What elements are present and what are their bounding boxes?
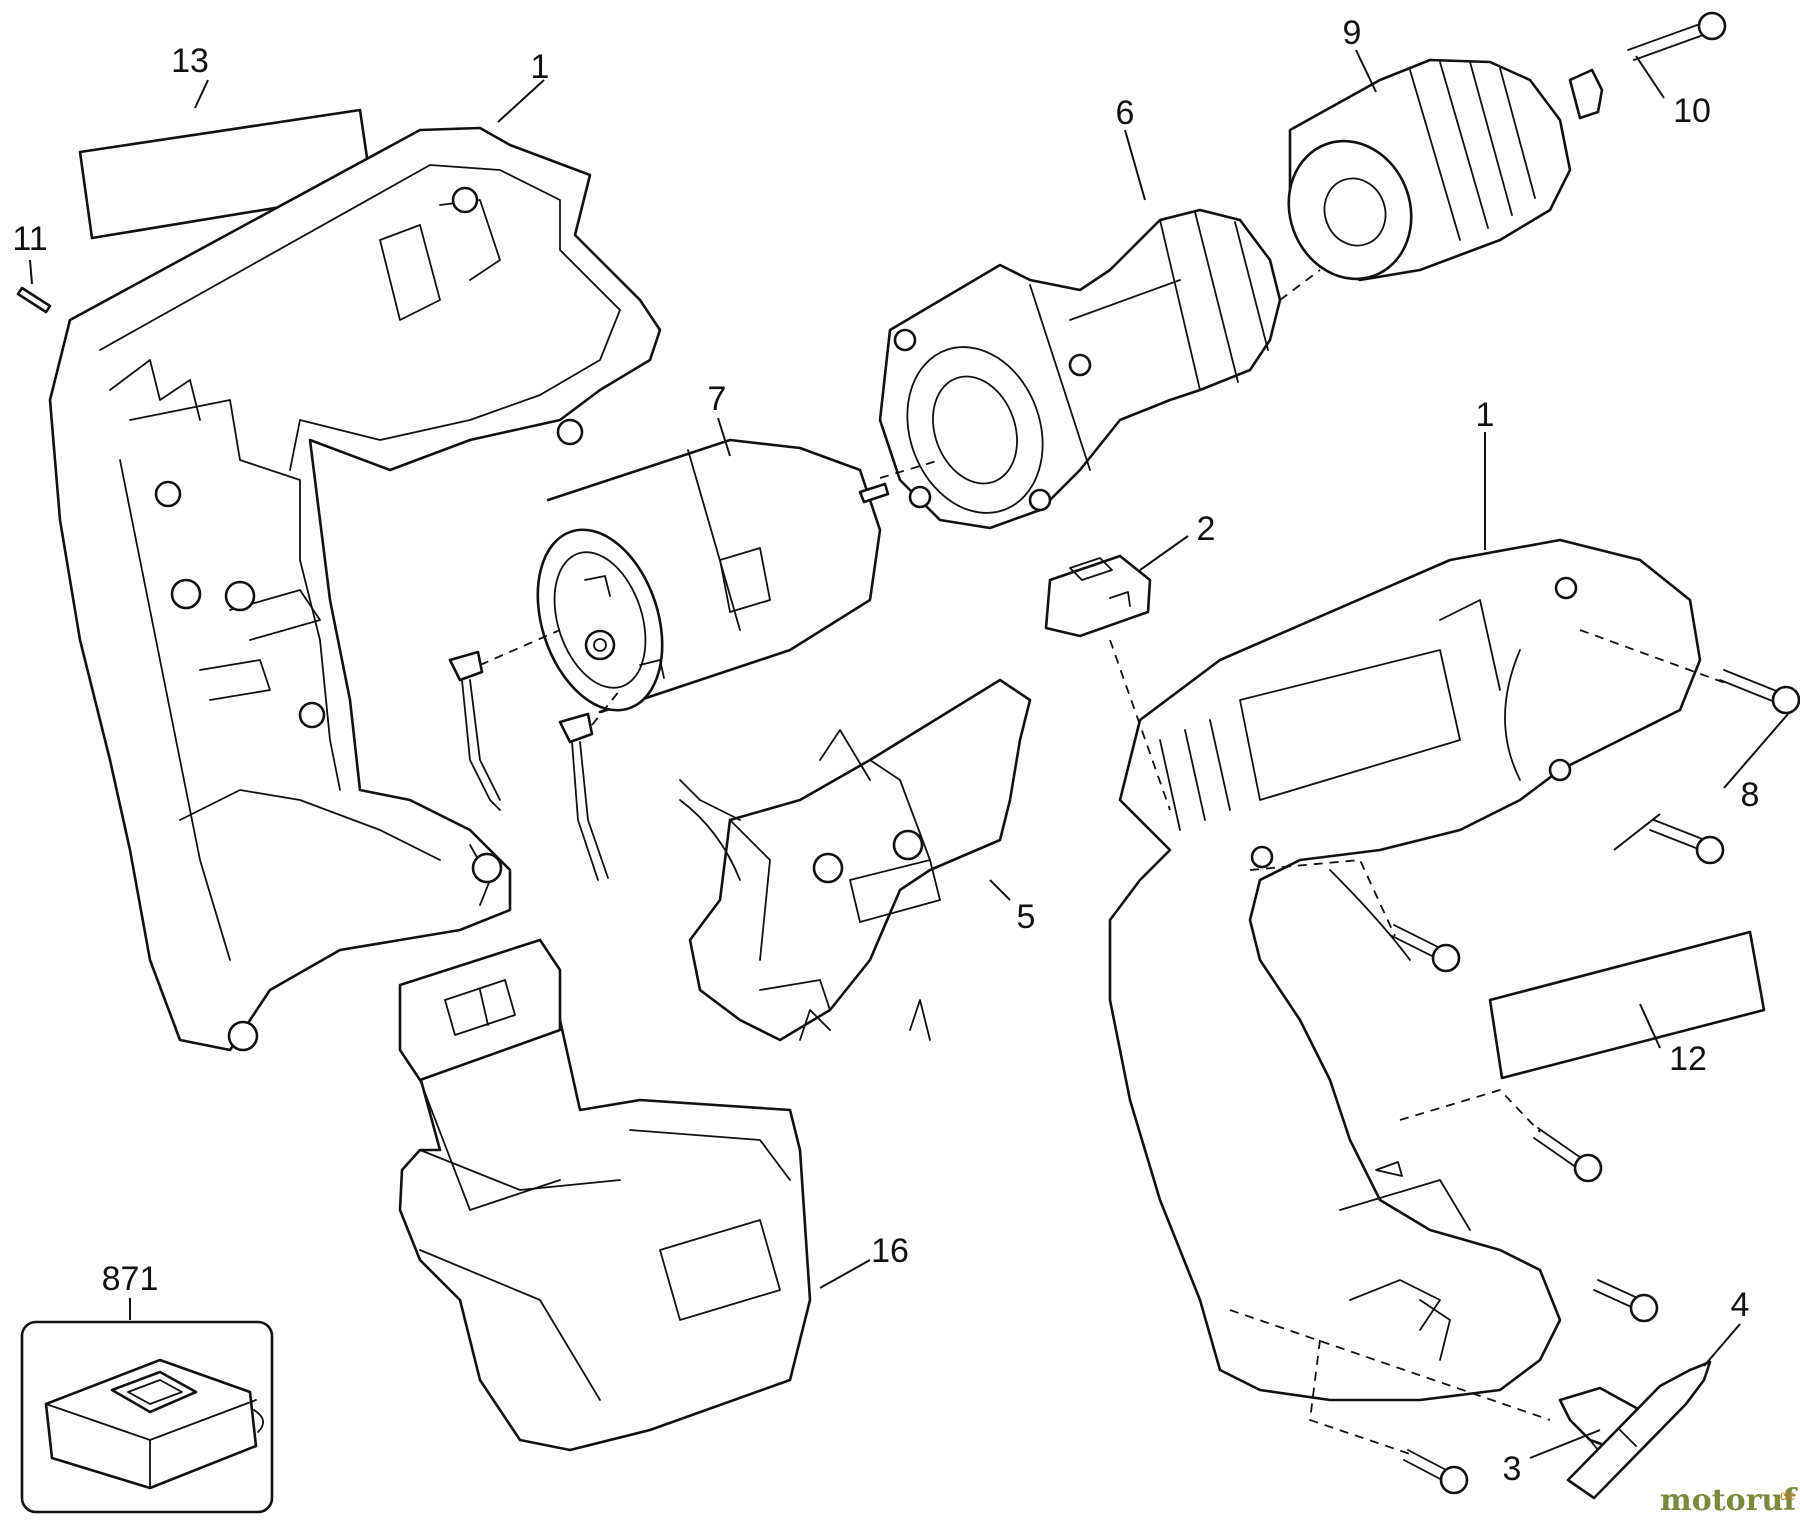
pin-part — [16, 286, 52, 314]
watermark-domain: .de — [1776, 1487, 1796, 1503]
callout-pin: 11 — [12, 220, 47, 258]
motor-part — [536, 438, 890, 714]
callout-label-left: 13 — [171, 42, 209, 80]
charger-inset — [20, 1320, 274, 1514]
battery-pack-part — [398, 938, 812, 1452]
callout-bit-holder: 3 — [1503, 1450, 1522, 1488]
callout-screws: 8 — [1741, 776, 1760, 814]
gearbox-part — [878, 208, 1282, 530]
switch-button-part — [1044, 554, 1152, 638]
callout-trigger-switch: 5 — [1017, 898, 1036, 936]
housing-left-half — [48, 126, 662, 1052]
leader-lines — [29, 49, 1789, 1459]
callout-labels: 1 13 11 7 6 9 10 1 2 5 8 12 16 871 4 3 — [12, 14, 1759, 1488]
callout-gearbox: 6 — [1116, 94, 1135, 132]
assembly-lines — [879, 269, 1729, 1455]
watermark-text: motoruf — [1660, 1483, 1798, 1518]
callout-switch-button: 2 — [1197, 510, 1216, 548]
callout-motor: 7 — [708, 380, 727, 418]
svg-text:motoruf: motoruf — [1660, 1483, 1798, 1518]
screw-parts — [1389, 669, 1800, 1495]
label-plate-right — [1488, 930, 1766, 1080]
callout-charger: 871 — [102, 1260, 159, 1298]
chuck-part — [1287, 58, 1604, 282]
callout-housing-left: 1 — [531, 48, 550, 86]
screwdriver-bit-part — [1566, 1360, 1712, 1500]
trigger-switch-part — [679, 678, 1032, 1042]
callout-battery-pack: 16 — [871, 1232, 909, 1270]
callout-label-right: 12 — [1669, 1040, 1707, 1078]
chuck-screw-part — [1627, 11, 1727, 61]
watermark-logo: motoruf .de — [1660, 1483, 1798, 1518]
callout-chuck: 9 — [1343, 14, 1362, 52]
callout-housing-right: 1 — [1476, 396, 1495, 434]
motor-lead-wires — [448, 629, 621, 881]
callout-screwdriver-bit: 4 — [1731, 1286, 1750, 1324]
callout-chuck-screw: 10 — [1673, 92, 1711, 130]
housing-right-half — [1108, 538, 1702, 1402]
